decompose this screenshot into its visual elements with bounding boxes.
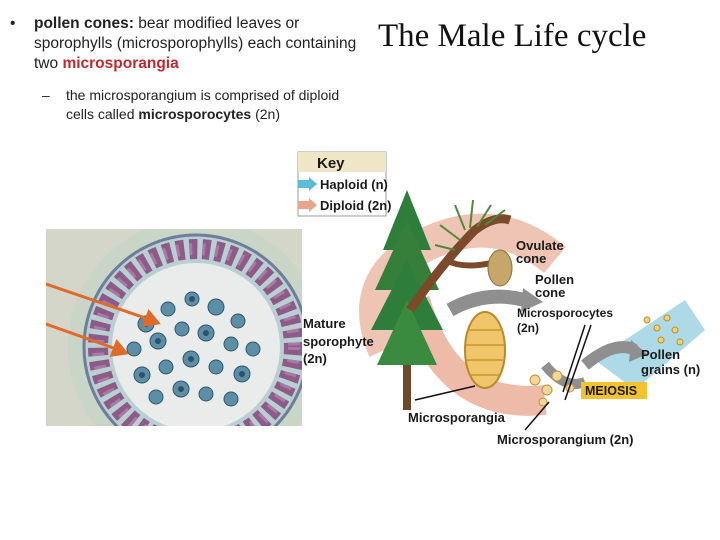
microsporangium-label: Microsporangium (2n) xyxy=(497,432,634,447)
term-pollen-cones: pollen cones: xyxy=(34,15,134,32)
microsporangia-label: Microsporangia xyxy=(408,410,506,425)
sub-bullet-microsporangium: – the microsporangium is comprised of di… xyxy=(8,86,358,124)
microsporocytes-label-line1: Microsporocytes xyxy=(517,306,613,320)
male-life-cycle-diagram: Key Haploid (n) Diploid (2n) xyxy=(297,151,705,447)
pollen-grains-label-line2: grains (n) xyxy=(641,362,700,377)
sub-bullet-marker: – xyxy=(42,87,50,103)
bullet-pollen-cones: • pollen cones: bear modified leaves or … xyxy=(8,14,358,74)
microsporocytes-label-line2: (2n) xyxy=(517,321,539,335)
meiosis-label: MEIOSIS xyxy=(585,384,637,398)
ovulate-cone-label-line2: cone xyxy=(516,251,546,266)
pine-branch-icon xyxy=(406,199,513,313)
key-legend: Key Haploid (n) Diploid (2n) xyxy=(297,151,392,217)
pollen-cone-icon xyxy=(464,311,506,389)
key-title: Key xyxy=(317,155,345,172)
mature-sporophyte-label-line1: Mature xyxy=(303,316,346,331)
sub-bullet-text: the microsporangium is comprised of dipl… xyxy=(66,87,340,122)
pollen-grains-icon xyxy=(643,314,684,346)
pollen-cone-label-line1: Pollen xyxy=(535,272,574,287)
ovulate-cone-label-line1: Ovulate xyxy=(516,238,564,253)
pollen-cone-label-line2: cone xyxy=(535,285,565,300)
slide-title: The Male Life cycle xyxy=(378,18,647,54)
mature-sporophyte-label-line2: sporophyte xyxy=(303,334,374,349)
haploid-arrow-icon xyxy=(298,177,317,191)
microsporangium-micrograph xyxy=(46,229,302,426)
pollen-grains-label-line1: Pollen xyxy=(641,347,680,362)
key-haploid: Haploid (n) xyxy=(320,177,388,192)
term-microsporocytes: microsporocytes xyxy=(138,106,252,122)
sub-bullet-suffix: (2n) xyxy=(251,106,280,122)
mature-sporophyte-label-line3: (2n) xyxy=(303,351,327,366)
pine-tree-icon xyxy=(371,190,443,410)
term-microsporangia: microsporangia xyxy=(62,55,179,72)
key-diploid: Diploid (2n) xyxy=(320,198,392,213)
bullet-marker: • xyxy=(10,15,16,32)
bullet-list: • pollen cones: bear modified leaves or … xyxy=(8,14,358,124)
microsporocyte-cells xyxy=(529,370,575,407)
bullet-text: bear modified leaves or sporophylls (mic… xyxy=(34,15,357,72)
diploid-arrow-icon xyxy=(298,198,317,212)
meiosis-box xyxy=(581,382,647,399)
